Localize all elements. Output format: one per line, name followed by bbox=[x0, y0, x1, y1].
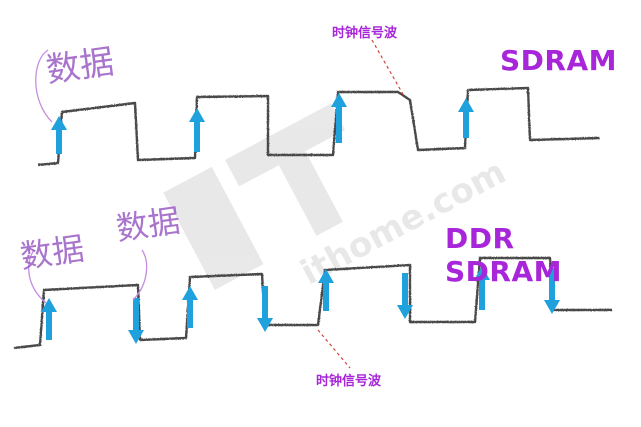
arrow-up-icon bbox=[318, 269, 334, 311]
data-callout-bottom-1 bbox=[28, 249, 47, 304]
data-callout-top bbox=[35, 49, 53, 123]
ddr-sdram-title: DDR SDRAM bbox=[445, 222, 563, 288]
data-handwriting-top: 数据 bbox=[44, 42, 117, 91]
arrow-down-icon bbox=[544, 268, 560, 314]
arrow-up-icon bbox=[474, 266, 490, 310]
arrow-down-icon bbox=[128, 298, 144, 344]
data-handwriting-bottom-1: 数据 bbox=[18, 229, 87, 276]
ddr-clock-wave bbox=[13, 256, 612, 350]
clock-label-top: 时钟信号波 bbox=[332, 26, 398, 41]
clock-leader-bottom bbox=[317, 329, 351, 369]
arrow-up-icon bbox=[458, 98, 474, 138]
arrow-down-icon bbox=[257, 286, 273, 332]
arrow-down-icon bbox=[397, 273, 413, 319]
sdram-title: SDRAM bbox=[500, 44, 618, 77]
watermark: ithome.com bbox=[163, 103, 512, 293]
arrow-up-icon bbox=[51, 116, 67, 154]
arrow-up-icon bbox=[41, 298, 57, 340]
data-handwriting-bottom-2: 数据 bbox=[114, 201, 183, 248]
data-callout-bottom-2 bbox=[132, 249, 148, 301]
arrow-up-icon bbox=[182, 286, 198, 328]
clock-label-bottom: 时钟信号波 bbox=[316, 374, 382, 389]
sdram-clock-wave bbox=[37, 86, 601, 167]
arrow-up-icon bbox=[189, 108, 205, 152]
arrow-up-icon bbox=[331, 93, 347, 143]
clock-leader-top bbox=[371, 39, 405, 97]
